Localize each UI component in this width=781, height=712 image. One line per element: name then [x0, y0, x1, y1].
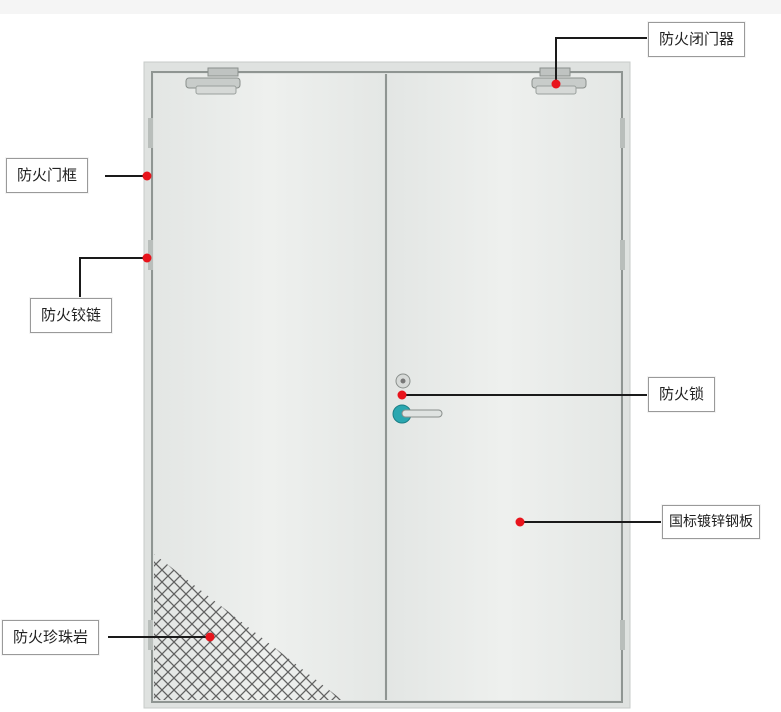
label-lock: 防火锁 — [648, 377, 716, 412]
pearlite-core-mesh — [154, 554, 342, 700]
hinges-right — [620, 118, 625, 650]
lever-handle-icon — [392, 404, 443, 424]
hinges-left — [148, 118, 153, 650]
label-core: 防火珍珠岩 — [2, 620, 100, 655]
label-steel: 国标镀锌钢板 — [662, 505, 760, 539]
markers — [142, 79, 561, 642]
label-closer: 防火闭门器 — [648, 22, 746, 57]
right-door-leaf — [388, 74, 620, 700]
hinge-marker — [142, 253, 152, 263]
closer-marker — [551, 79, 561, 89]
lock-cylinder-icon — [395, 373, 411, 389]
frame-marker — [142, 171, 152, 181]
core-marker — [205, 632, 215, 642]
top-band — [0, 0, 781, 14]
steel-marker — [515, 517, 525, 527]
door-closer-icon — [185, 67, 241, 95]
label-frame: 防火门框 — [6, 158, 89, 193]
leader-lines — [79, 37, 662, 638]
lock-marker — [397, 390, 407, 400]
label-hinge: 防火铰链 — [30, 298, 113, 333]
